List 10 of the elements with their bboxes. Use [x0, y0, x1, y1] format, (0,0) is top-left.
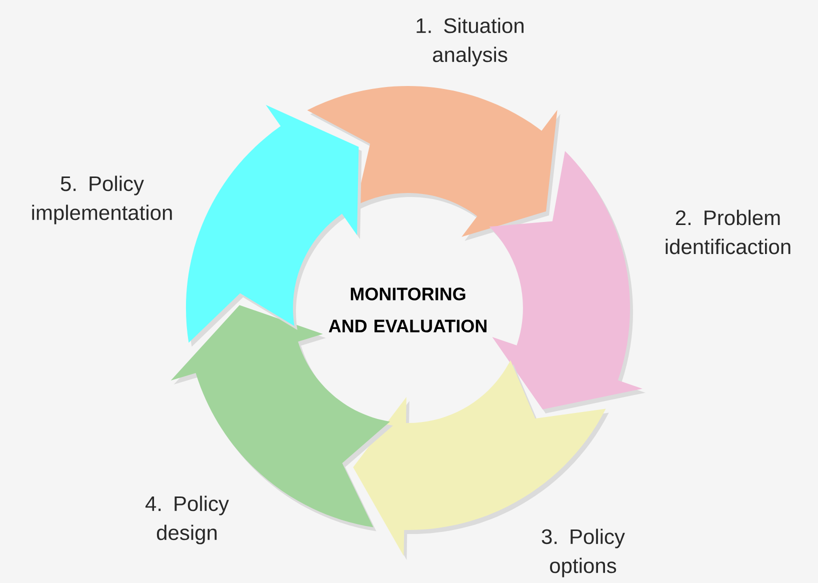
- curved-arrow: [170, 305, 393, 532]
- stage-label: 1. Situation analysis: [416, 18, 524, 66]
- curved-arrow: [489, 151, 646, 414]
- stage-label: 5. Policy implementation: [32, 176, 172, 224]
- curved-arrow: [353, 360, 609, 560]
- stage-label: 3. Policy options: [542, 528, 625, 578]
- curved-arrow: [186, 104, 362, 347]
- stage-label: 2. Problem identificaction: [666, 210, 790, 254]
- center-label: MONITORING AND EVALUATION: [328, 288, 486, 332]
- stage-label: 4. Policy design: [145, 496, 229, 544]
